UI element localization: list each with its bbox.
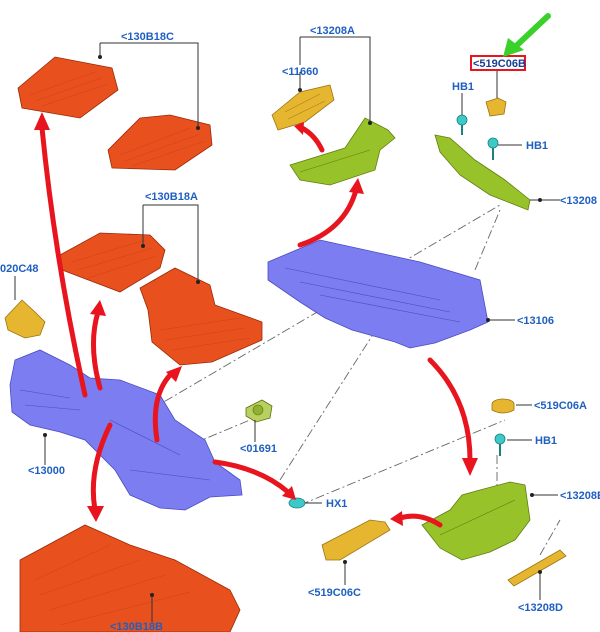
arrow-to-130B18B [90, 422, 113, 513]
insulator-13000[interactable] [9, 349, 243, 511]
label-519C06C: <519C06C [308, 587, 361, 599]
insulator-13106[interactable] [267, 239, 489, 349]
label-020C48: 020C48 [0, 263, 39, 275]
green-pointer-head [503, 38, 524, 57]
label-01691: <01691 [240, 443, 277, 455]
label-519C06A: <519C06A [534, 400, 587, 412]
floor-mat-130B18A-right[interactable] [139, 267, 263, 366]
label-11660: <11660 [282, 66, 318, 78]
assembly-arrows [34, 112, 478, 528]
arrow-head-2 [90, 300, 106, 316]
floor-mat-130B18C-right[interactable] [107, 114, 213, 171]
arrow-head-3 [166, 366, 182, 382]
label-13208E: <13208E [560, 490, 600, 502]
label-13208A: <13208A [310, 25, 355, 37]
arrow-to-130B18A [90, 309, 103, 391]
label-519C06B: <519C06B [473, 58, 526, 70]
arrow-head-8 [462, 458, 478, 476]
label-13106: <13106 [517, 315, 554, 327]
floor-mat-130B18B[interactable] [19, 524, 241, 632]
fastener-01691[interactable] [245, 399, 273, 423]
trim-panel-13208E[interactable] [421, 481, 531, 561]
label-13208D: <13208D [518, 602, 563, 614]
part-020C48[interactable] [4, 299, 46, 339]
arrow-to-13208E [427, 357, 473, 463]
arrow-to-519C06C [397, 513, 443, 528]
label-HX1: HX1 [326, 498, 347, 510]
arrow-to-130B18A-right [152, 370, 175, 443]
arrow-to-130B18C [39, 125, 88, 398]
strip-13208D[interactable] [507, 549, 567, 587]
label-13208-top: <13208 [560, 195, 597, 207]
clip-HB1-b[interactable] [487, 137, 499, 160]
label-13000: <13000 [28, 465, 65, 477]
highlight-519C06B [470, 13, 551, 71]
leader-lines [14, 36, 560, 622]
floor-mat-130B18C-left[interactable] [17, 56, 119, 119]
label-130B18C: <130B18C [121, 31, 174, 43]
floor-mat-130B18A-left[interactable] [59, 232, 166, 293]
clip-HB1-c[interactable] [494, 433, 506, 456]
arrow-head-6 [349, 178, 364, 194]
arrow-to-11660 [299, 125, 325, 153]
trim-panel-13208A[interactable] [289, 117, 396, 186]
arrow-head-5 [282, 486, 296, 500]
arrow-head-4 [87, 506, 104, 522]
clip-HB1-a[interactable] [456, 114, 468, 135]
clip-HX1[interactable] [288, 497, 306, 509]
arrow-to-13208A [297, 187, 359, 248]
label-HB1-b: HB1 [526, 140, 548, 152]
label-HB1-c: HB1 [535, 435, 557, 447]
arrow-head-1 [34, 112, 50, 130]
arrow-head-9 [390, 511, 403, 526]
trim-panel-13208-top[interactable] [434, 134, 531, 211]
highlight-box [470, 55, 526, 71]
label-130B18A: <130B18A [145, 191, 198, 203]
label-HB1-a: HB1 [452, 81, 474, 93]
label-130B18B: <130B18B [110, 621, 163, 632]
arrow-to-HX1 [212, 459, 291, 495]
arrow-head-7 [294, 122, 304, 135]
part-labels: <130B18C <13208A <519C06B <11660 HB1 HB1… [0, 25, 600, 632]
trim-519C06C[interactable] [321, 519, 391, 561]
clip-519C06A[interactable] [491, 398, 515, 414]
clip-519C06B[interactable] [485, 97, 507, 117]
green-pointer-arrow [512, 13, 551, 50]
